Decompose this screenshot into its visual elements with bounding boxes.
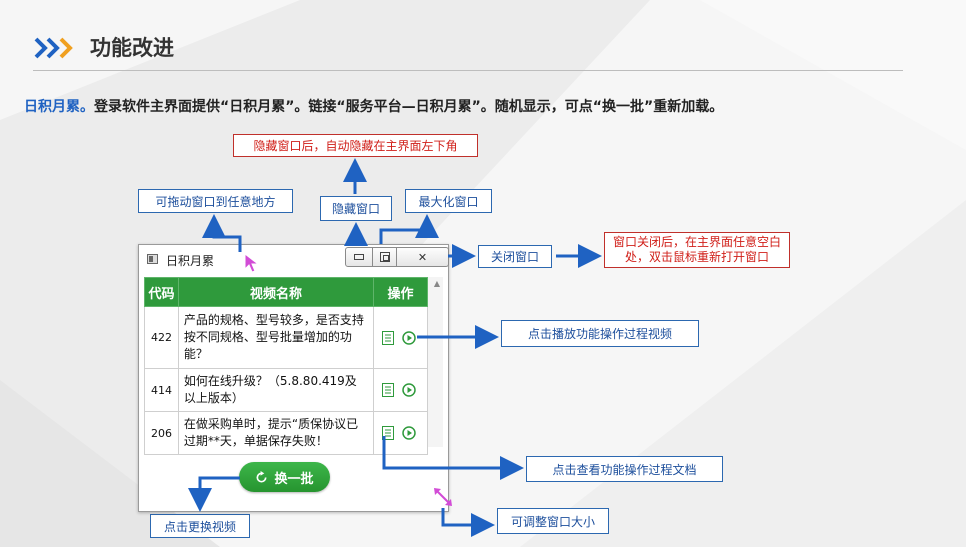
minimize-button[interactable] xyxy=(345,247,373,267)
maximize-button[interactable] xyxy=(373,247,397,267)
refresh-icon xyxy=(256,470,267,482)
scroll-up-icon[interactable]: ▲ xyxy=(433,279,440,288)
column-header-name: 视频名称 xyxy=(177,277,375,307)
callout-hide-auto: 隐藏窗口后，自动隐藏在主界面左下角 xyxy=(233,134,478,157)
callout-refresh: 点击更换视频 xyxy=(150,514,250,538)
row-code: 206 xyxy=(144,411,179,455)
row-ops xyxy=(373,411,428,455)
row-code: 422 xyxy=(144,306,179,369)
window-titlebar[interactable]: 日积月累 ✕ xyxy=(139,245,449,273)
play-icon[interactable] xyxy=(402,330,416,345)
row-code: 414 xyxy=(144,368,179,412)
video-table: 代码 视频名称 操作 422 产品的规格、型号较多，是否支持按不同规格、型号批量… xyxy=(144,277,428,455)
column-header-code: 代码 xyxy=(144,277,179,307)
page-title: 功能改进 xyxy=(90,36,174,60)
refresh-label: 换一批 xyxy=(274,471,314,487)
play-icon[interactable] xyxy=(402,426,416,440)
document-icon[interactable] xyxy=(382,330,395,345)
header-divider xyxy=(33,70,903,71)
callout-resize: 可调整窗口大小 xyxy=(497,508,609,534)
refresh-batch-button[interactable]: 换一批 xyxy=(239,462,330,492)
intro-paragraph: 日积月累。登录软件主界面提供“日积月累”。链接“服务平台—日积月累”。随机显示，… xyxy=(24,96,723,116)
row-video-name: 在做采购单时，提示“质保协议已过期**天，单据保存失败！ xyxy=(177,411,375,455)
callout-reopen: 窗口关闭后，在主界面任意空白处，双击鼠标重新打开窗口 xyxy=(604,232,790,268)
window-app-icon xyxy=(147,254,158,264)
minimize-icon xyxy=(354,254,364,260)
close-icon: ✕ xyxy=(417,250,428,264)
document-icon[interactable] xyxy=(382,426,395,440)
table-row: 422 产品的规格、型号较多，是否支持按不同规格、型号批量增加的功能？ xyxy=(144,306,428,369)
window-controls: ✕ xyxy=(345,247,449,267)
callout-hide: 隐藏窗口 xyxy=(320,196,392,221)
column-header-ops: 操作 xyxy=(373,277,428,307)
mouse-cursor-icon xyxy=(244,253,260,273)
callout-play: 点击播放功能操作过程视频 xyxy=(501,320,699,347)
callout-maximize: 最大化窗口 xyxy=(405,189,492,213)
row-ops xyxy=(373,368,428,412)
play-icon[interactable] xyxy=(402,383,416,397)
double-chevron-right-icon xyxy=(34,37,73,59)
row-ops xyxy=(373,306,428,369)
callout-drag: 可拖动窗口到任意地方 xyxy=(138,189,293,213)
row-video-name: 如何在线升级？（5.8.80.419及以上版本） xyxy=(177,368,375,412)
document-icon[interactable] xyxy=(382,383,395,397)
daily-tips-window[interactable]: 日积月累 ✕ ▲ 代码 视频名称 操作 422 产品的规格、型号较多，是否支持按… xyxy=(138,244,449,512)
maximize-icon xyxy=(379,252,390,262)
vertical-scrollbar[interactable] xyxy=(427,277,443,447)
resize-handle-icon[interactable] xyxy=(432,486,454,508)
row-video-name: 产品的规格、型号较多，是否支持按不同规格、型号批量增加的功能？ xyxy=(177,306,375,369)
close-button[interactable]: ✕ xyxy=(397,247,449,267)
intro-lead: 日积月累。 xyxy=(24,99,94,115)
callout-doc: 点击查看功能操作过程文档 xyxy=(526,456,723,482)
callout-close: 关闭窗口 xyxy=(478,245,552,268)
window-title: 日积月累 xyxy=(166,254,215,268)
table-row: 206 在做采购单时，提示“质保协议已过期**天，单据保存失败！ xyxy=(144,411,428,455)
intro-text: 登录软件主界面提供“日积月累”。链接“服务平台—日积月累”。随机显示，可点“换一… xyxy=(94,99,724,115)
table-row: 414 如何在线升级？（5.8.80.419及以上版本） xyxy=(144,368,428,412)
